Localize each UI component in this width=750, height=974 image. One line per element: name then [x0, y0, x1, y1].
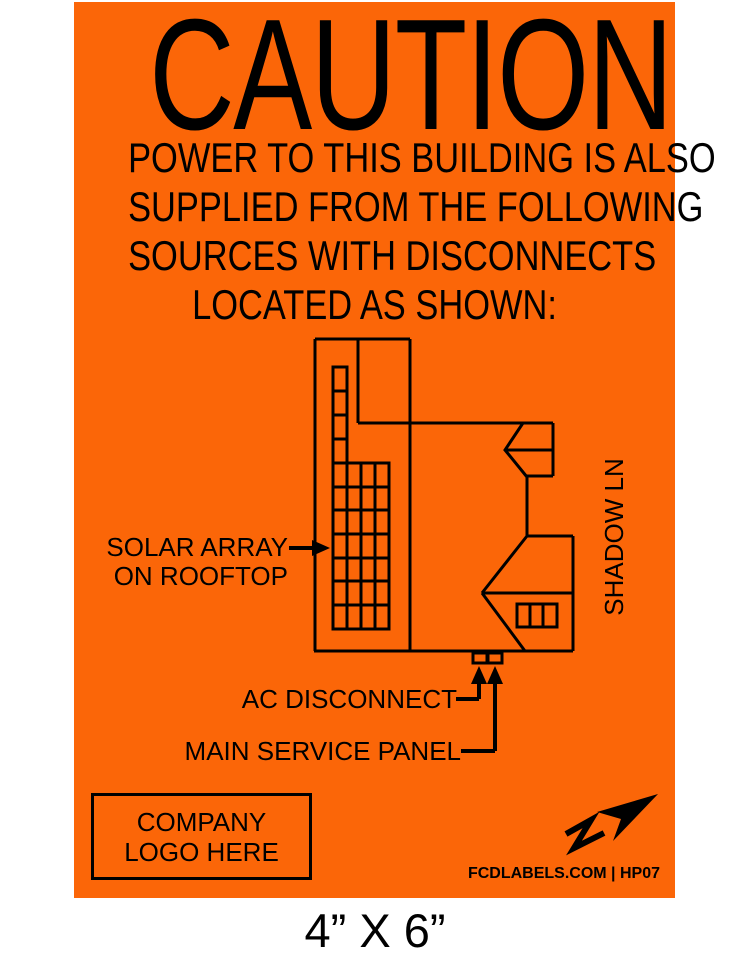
subtitle-line: POWER TO THIS BUILDING IS ALSO: [128, 134, 716, 181]
label-subtitle: POWER TO THIS BUILDING IS ALSO SUPPLIED …: [128, 133, 716, 329]
company-logo-placeholder: COMPANY LOGO HERE: [91, 793, 312, 880]
subtitle-line: SOURCES WITH DISCONNECTS: [128, 232, 657, 279]
subtitle-line: SUPPLIED FROM THE FOLLOWING: [128, 183, 704, 230]
caution-title: CAUTION: [149, 0, 673, 163]
solar-array-label-line1: SOLAR ARRAY: [106, 532, 288, 562]
main-service-panel-label: MAIN SERVICE PANEL: [184, 736, 461, 766]
company-logo-line1: COMPANY: [136, 806, 267, 837]
street-name-label: SHADOW LN: [599, 458, 629, 616]
solar-array-label-line2: ON ROOFTOP: [113, 561, 288, 591]
subtitle-line: LOCATED AS SHOWN:: [192, 281, 557, 328]
company-logo-line2: LOGO HERE: [124, 836, 279, 867]
brand-footer: FCDLABELS.COM | HP07: [467, 865, 660, 882]
size-caption: 4” X 6”: [304, 904, 446, 957]
solar-array-label: SOLAR ARRAY ON ROOFTOP: [106, 533, 288, 591]
ac-disconnect-label: AC DISCONNECT: [241, 684, 457, 714]
